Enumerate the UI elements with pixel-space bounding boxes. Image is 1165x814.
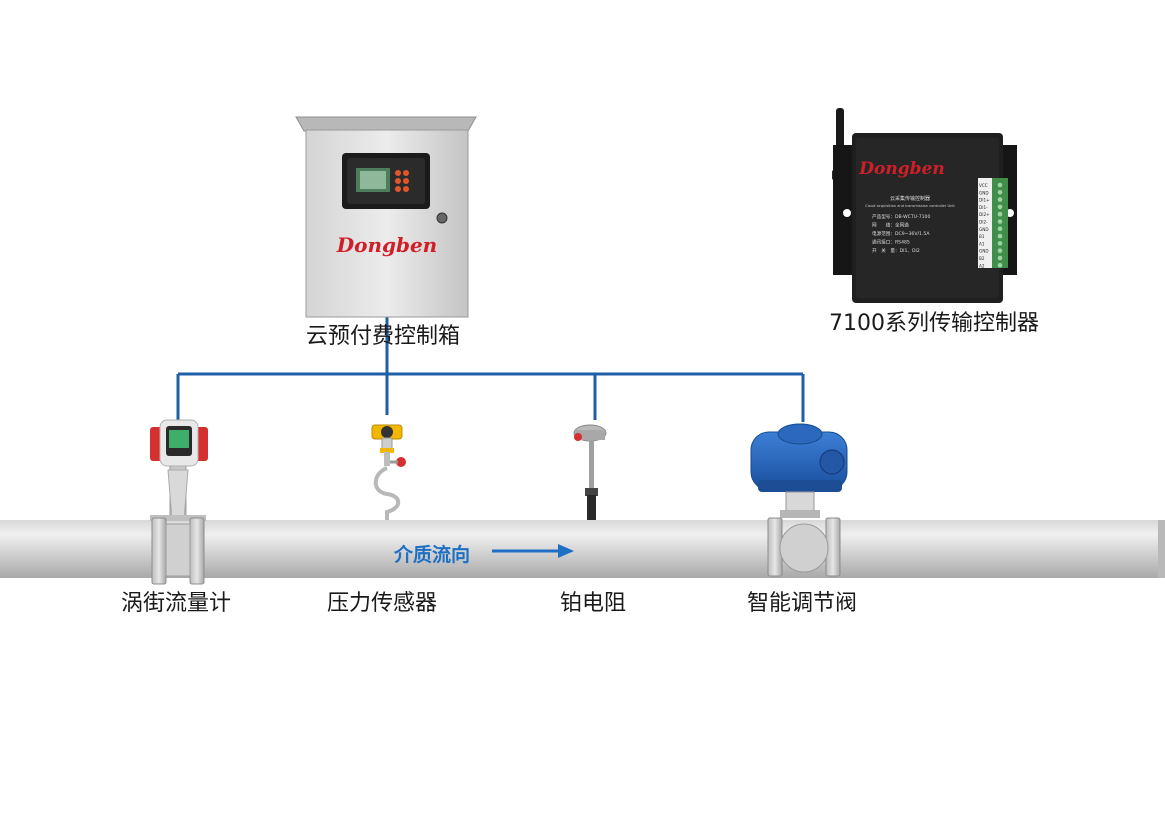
controller-terminal-label: GND — [979, 190, 989, 195]
terminal-screw-icon — [997, 211, 1003, 217]
controller-terminal-label: DI1- — [979, 205, 988, 210]
controller-spec-line: 产品型号：DB-WCTU-7100 — [872, 213, 930, 220]
control-box-logo: Dongben — [336, 233, 437, 257]
terminal-screw-icon — [997, 204, 1003, 210]
terminal-screw-icon — [997, 226, 1003, 232]
controller-terminal-label: GND — [979, 249, 989, 254]
flow-arrow-icon — [492, 544, 574, 558]
control-valve-label: 智能调节阀 — [747, 591, 858, 616]
controller-spec-line: 通讯接口：RS485 — [872, 239, 910, 246]
pressure-sensor-label: 压力传感器 — [327, 591, 438, 616]
controller-panel-subtitle: Cloud acquisition and transmission contr… — [865, 204, 955, 208]
controller-terminal-label: DI2+ — [979, 212, 990, 217]
flow-direction-label: 介质流向 — [394, 544, 471, 566]
terminal-screw-icon — [997, 182, 1003, 188]
terminal-screw-icon — [997, 197, 1003, 202]
terminal-screw-icon — [997, 241, 1003, 246]
controller-terminal-label: B2 — [979, 256, 985, 261]
platinum-resistor — [573, 424, 607, 520]
terminal-screw-icon — [997, 219, 1003, 224]
terminal-screw-icon — [997, 233, 1003, 239]
transmission-controller: Dongben 云采集传输控制器 Cloud acquisition and t… — [832, 108, 1017, 303]
controller-terminal-label: A2 — [979, 263, 985, 268]
signal-wires — [176, 316, 805, 422]
controller-terminal-label: B1 — [979, 234, 985, 239]
controller-spec-line: 网 络：全网通 — [872, 222, 909, 229]
vortex-meter-label: 涡街流量计 — [121, 591, 232, 616]
terminal-screw-icon — [997, 263, 1003, 268]
controller-terminal-label: VCC — [979, 183, 988, 188]
vortex-flow-meter — [150, 419, 208, 585]
controller-terminal-label: GND — [979, 227, 989, 232]
controller-panel-title: 云采集传输控制器 — [890, 195, 930, 202]
terminal-screw-icon — [997, 255, 1003, 261]
controller-spec-line: 电源范围：DC9~36V/1.5A — [872, 230, 930, 237]
controller-terminal-label: DI2- — [979, 220, 988, 225]
control-box: Dongben — [295, 116, 477, 318]
terminal-screw-icon — [997, 248, 1003, 253]
controller-specs: 产品型号：DB-WCTU-7100 网 络：全网通电源范围：DC9~36V/1.5… — [872, 213, 930, 254]
controller-logo: Dongben — [858, 159, 944, 179]
controller-terminal-label: A1 — [979, 241, 985, 246]
control-box-label: 云预付费控制箱 — [306, 324, 461, 349]
pt-resistor-label: 铂电阻 — [560, 591, 627, 616]
pressure-sensor — [371, 424, 406, 520]
control-valve — [750, 423, 848, 577]
terminal-screw-icon — [997, 190, 1003, 195]
controller-label: 7100系列传输控制器 — [829, 311, 1039, 336]
controller-spec-line: 开 关 量：DI1、DI2 — [872, 247, 920, 254]
controller-terminal-label: DI1+ — [979, 198, 990, 203]
